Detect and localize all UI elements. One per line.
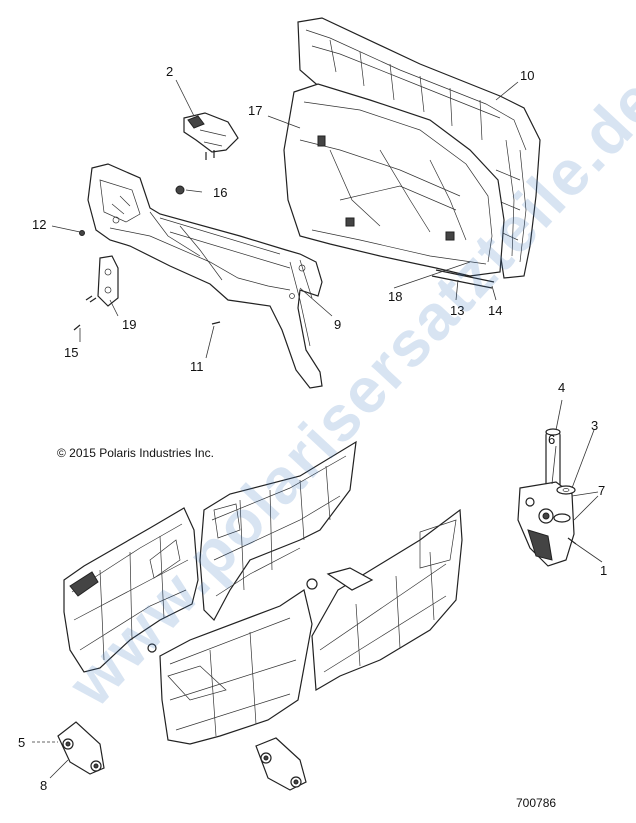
- callout-19: 19: [122, 317, 137, 332]
- lower-door-middle: [199, 440, 357, 621]
- callout-10: 10: [520, 68, 535, 83]
- callout-16: 16: [213, 185, 228, 200]
- callout-15: 15: [64, 345, 79, 360]
- callout-6: 6: [548, 432, 556, 447]
- callout-2: 2: [166, 64, 174, 79]
- callout-5: 5: [18, 735, 26, 750]
- part-7-washer: [553, 513, 571, 523]
- lower-outer-panel-middle: [159, 589, 313, 745]
- callout-17: 17: [248, 103, 263, 118]
- part-13-14-seal: [431, 269, 495, 289]
- part-16-nut: [175, 185, 185, 195]
- hinge-assembly: [517, 481, 575, 567]
- leader-lines: [32, 79, 603, 779]
- callout-3: 3: [591, 418, 599, 433]
- callout-14: 14: [488, 303, 503, 318]
- callout-11: 11: [190, 359, 204, 374]
- callout-8: 8: [40, 778, 48, 793]
- part-11-screw: [211, 321, 221, 325]
- callout-7: 7: [598, 483, 606, 498]
- drawing-number: 700786: [516, 796, 557, 810]
- callout-18: 18: [388, 289, 403, 304]
- part-3-washer: [556, 485, 576, 495]
- callout-12: 12: [32, 217, 47, 232]
- hinge-plate-second: [255, 737, 307, 791]
- part-1-screw: [567, 537, 577, 545]
- copyright-notice: © 2015 Polaris Industries Inc.: [57, 446, 214, 460]
- part-8-hinge-plate: [57, 721, 105, 775]
- small-grommet: [147, 578, 318, 653]
- callout-4: 4: [558, 380, 566, 395]
- lower-door-left: [63, 507, 199, 673]
- part-17-door-inner: [283, 83, 505, 277]
- part-15-bolt: [73, 295, 97, 331]
- part-12-bolt: [79, 230, 85, 236]
- part-19-hinge-bracket: [97, 255, 119, 307]
- callout-13: 13: [450, 303, 465, 318]
- callout-1: 1: [600, 563, 608, 578]
- door-frame: [87, 163, 323, 389]
- callout-9: 9: [334, 317, 342, 332]
- part-2-latch: [183, 112, 239, 160]
- lower-outer-panel-right: [311, 508, 463, 692]
